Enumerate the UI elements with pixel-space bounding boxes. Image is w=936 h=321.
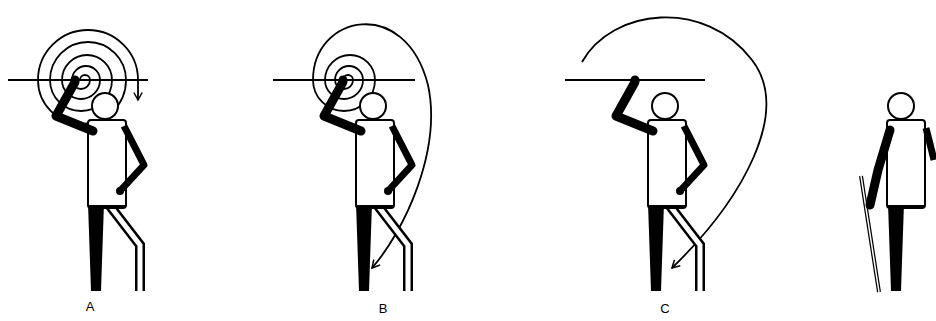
stick-figure: [324, 76, 412, 292]
figure-label: B: [379, 302, 388, 315]
spiral-path: [38, 30, 138, 124]
stick-figure: [616, 76, 704, 292]
stick-figure: [56, 76, 144, 292]
figure-label: C: [660, 302, 669, 315]
figure-label: A: [86, 300, 95, 313]
stick-figure: [861, 93, 934, 292]
